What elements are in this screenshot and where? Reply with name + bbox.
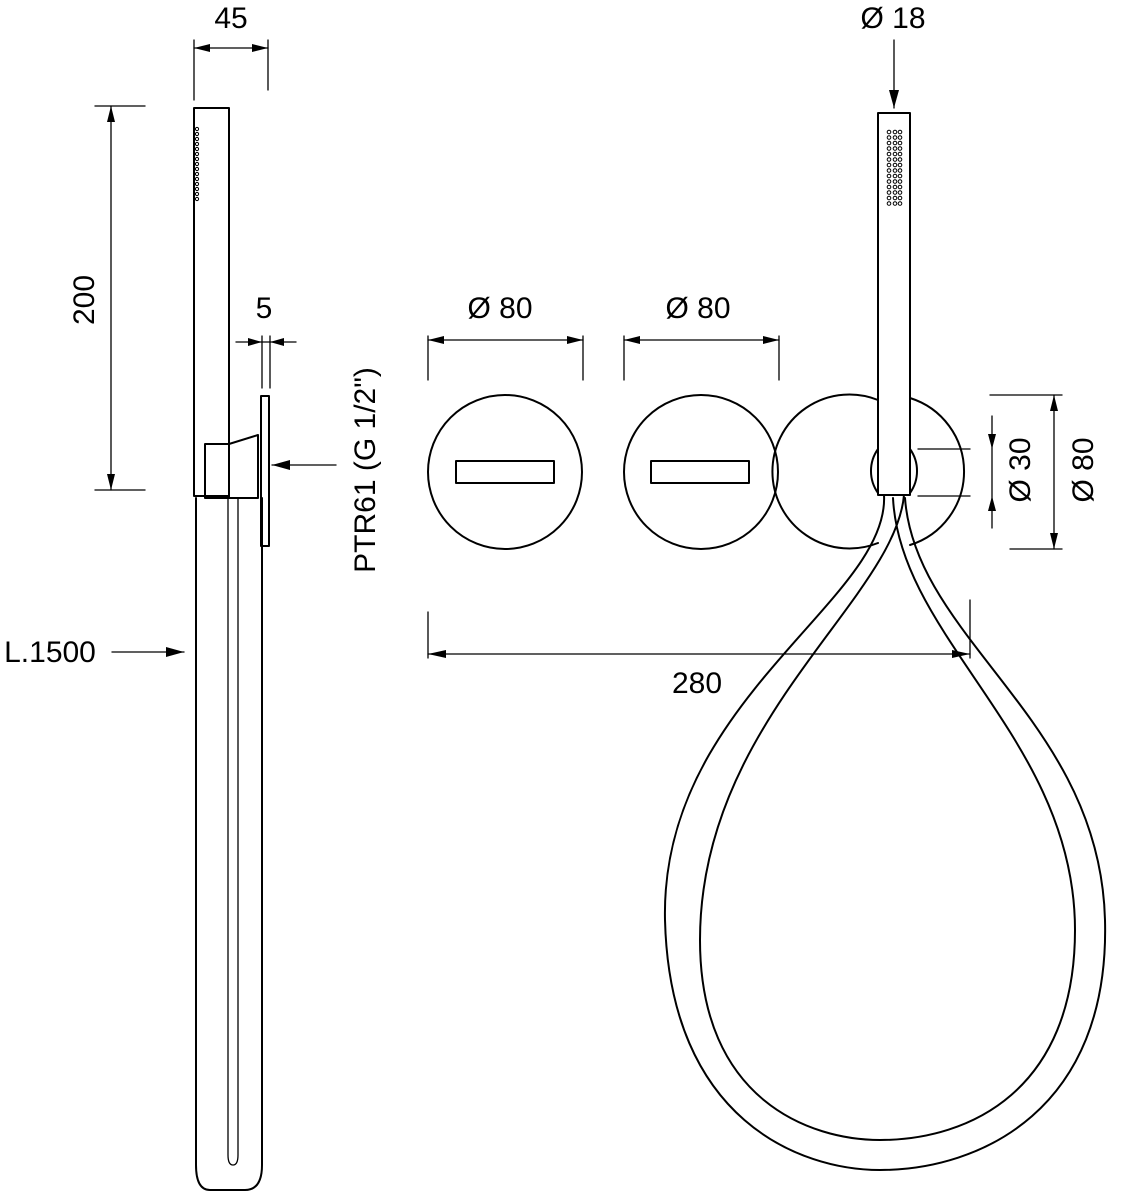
- spray-nozzle: [897, 157, 903, 162]
- dim-plate1-diameter: Ø 80: [427, 292, 584, 381]
- dim-handshower-label: Ø 18: [860, 2, 925, 35]
- side-view: [193, 107, 270, 1191]
- front-hose-loop: [663, 494, 1107, 1171]
- dim-holder-label: Ø 30: [1004, 437, 1037, 502]
- dim-overall-width-label: 280: [672, 667, 722, 700]
- spray-nozzle: [194, 156, 200, 162]
- spray-nozzle: [886, 140, 892, 146]
- spray-nozzle: [892, 129, 898, 135]
- connection-callout: PTR61 (G 1/2"): [271, 367, 382, 573]
- holder-plate: [771, 393, 965, 550]
- spray-nozzle: [194, 171, 200, 177]
- dim-holder-plate-diameter: Ø 80: [989, 394, 1100, 550]
- spray-nozzle: [897, 173, 903, 179]
- spray-nozzle: [892, 146, 898, 151]
- dim-plate2-label: Ø 80: [665, 292, 730, 325]
- side-spray-nozzles: [194, 126, 200, 202]
- dim-plate-thickness-label: 5: [256, 292, 273, 325]
- spray-nozzle: [886, 201, 892, 206]
- spray-nozzle: [886, 173, 892, 179]
- spray-nozzle: [886, 190, 892, 195]
- front-spray-nozzles: [886, 129, 903, 206]
- spray-nozzle: [892, 140, 898, 146]
- spray-nozzle: [886, 195, 892, 201]
- spray-nozzle: [886, 157, 892, 162]
- dim-head-height-label: 200: [68, 275, 101, 325]
- spray-nozzle: [194, 176, 200, 182]
- spray-nozzle: [886, 146, 892, 151]
- spray-nozzle: [194, 136, 200, 142]
- dim-handshower-diameter: Ø 18: [860, 2, 926, 109]
- mixer-lever-1: [455, 460, 555, 484]
- mixer-plate-1: [427, 394, 583, 550]
- side-hose: [195, 497, 263, 1191]
- spray-nozzle: [897, 162, 903, 168]
- spray-nozzle: [897, 135, 903, 140]
- spray-nozzle: [897, 184, 903, 190]
- spray-nozzle: [897, 201, 903, 206]
- spray-nozzle: [892, 151, 898, 157]
- spray-nozzle: [897, 151, 903, 157]
- holder-ring: [869, 448, 919, 494]
- spray-nozzle: [892, 190, 898, 195]
- spray-nozzle: [194, 166, 200, 172]
- spray-nozzle: [897, 190, 903, 195]
- spray-nozzle: [892, 162, 898, 168]
- mixer-plate-2: [623, 394, 779, 550]
- spray-nozzle: [892, 173, 898, 179]
- spray-nozzle: [892, 195, 898, 201]
- spray-nozzle: [897, 146, 903, 151]
- front-handshower-head: [877, 112, 911, 496]
- spray-nozzle: [886, 168, 892, 173]
- dim-plate2-diameter: Ø 80: [623, 292, 780, 381]
- side-handshower-head: [193, 107, 230, 497]
- hose-length-label: L.1500: [4, 636, 96, 669]
- spray-nozzle: [892, 135, 898, 140]
- dim-holder-diameter: Ø 30: [917, 415, 1037, 529]
- connection-label: PTR61 (G 1/2"): [349, 367, 382, 573]
- spray-nozzle: [897, 129, 903, 135]
- spray-nozzle: [194, 141, 200, 147]
- spray-nozzle: [897, 179, 903, 184]
- spray-nozzle: [886, 184, 892, 190]
- spray-nozzle: [194, 186, 200, 192]
- spray-nozzle: [194, 131, 200, 137]
- dim-overall-width: 280: [427, 599, 971, 700]
- side-hose-inner: [227, 497, 239, 1166]
- spray-nozzle: [892, 184, 898, 190]
- dim-head-width: 45: [193, 2, 269, 101]
- spray-nozzle: [892, 179, 898, 184]
- spray-nozzle: [892, 168, 898, 173]
- spray-nozzle: [194, 191, 200, 197]
- spray-nozzle: [194, 196, 200, 202]
- spray-nozzle: [886, 135, 892, 140]
- side-holder-bracket: [204, 434, 259, 499]
- holder-assembly: [771, 112, 965, 550]
- spray-nozzle: [886, 162, 892, 168]
- spray-nozzle: [194, 151, 200, 157]
- dim-plate1-label: Ø 80: [467, 292, 532, 325]
- spray-nozzle: [897, 168, 903, 173]
- side-wall-plate: [260, 395, 270, 547]
- spray-nozzle: [892, 201, 898, 206]
- spray-nozzle: [194, 126, 200, 132]
- spray-nozzle: [886, 179, 892, 184]
- dim-head-width-label: 45: [214, 2, 247, 35]
- spray-nozzle: [897, 195, 903, 201]
- spray-nozzle: [897, 140, 903, 146]
- dim-holder-plate-label: Ø 80: [1067, 437, 1100, 502]
- spray-nozzle: [886, 129, 892, 135]
- mixer-lever-2: [650, 460, 750, 484]
- spray-nozzle: [194, 146, 200, 152]
- spray-nozzle: [194, 181, 200, 187]
- spray-nozzle: [892, 157, 898, 162]
- hose-length-callout: L.1500: [4, 636, 185, 669]
- spray-nozzle: [194, 161, 200, 167]
- dim-head-height: 200: [68, 105, 146, 491]
- spray-nozzle: [886, 151, 892, 157]
- dim-plate-thickness: 5: [235, 292, 297, 389]
